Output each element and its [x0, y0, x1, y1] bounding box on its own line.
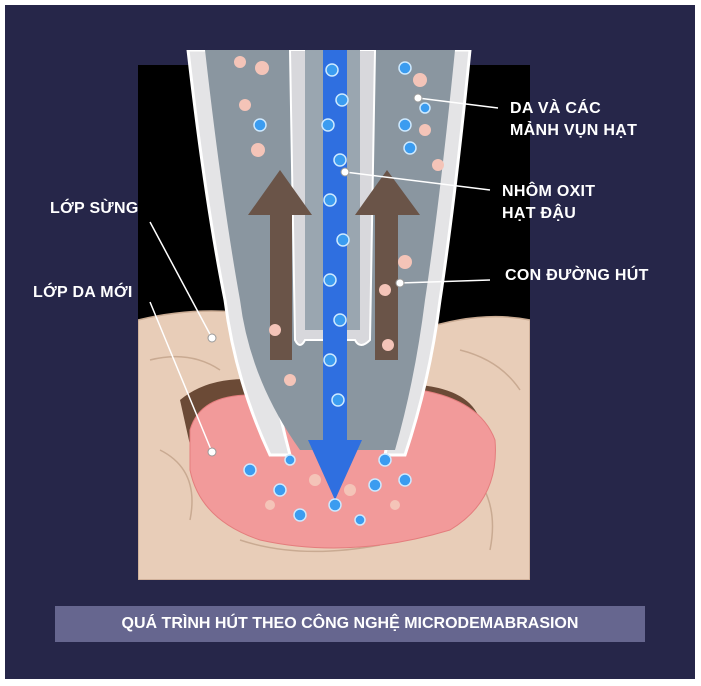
label-line: DA VÀ CÁC	[510, 100, 601, 117]
crystal-flow-arrow	[308, 50, 362, 500]
leader-lines	[149, 97, 499, 453]
skin-debris	[234, 56, 444, 510]
label-stratum-corneum: LỚP SỪNG	[50, 200, 139, 217]
label-line: MẢNH VỤN HẠT	[510, 122, 638, 139]
label-suction-path: CON ĐƯỜNG HÚT	[505, 267, 649, 284]
label-new-skin: LỚP DA MỚI	[33, 284, 133, 301]
suction-arrows	[248, 170, 420, 360]
label-aluminium-oxide: NHÔM OXIT HẠT ĐẬU	[502, 181, 595, 225]
label-line: HẠT ĐẬU	[502, 205, 577, 222]
label-skin-debris: DA VÀ CÁC MẢNH VỤN HẠT	[510, 98, 637, 142]
caption-bar: QUÁ TRÌNH HÚT THEO CÔNG NGHỆ MICRODEMABR…	[55, 606, 645, 642]
crystals	[243, 61, 431, 526]
label-line: NHÔM OXIT	[502, 183, 596, 200]
